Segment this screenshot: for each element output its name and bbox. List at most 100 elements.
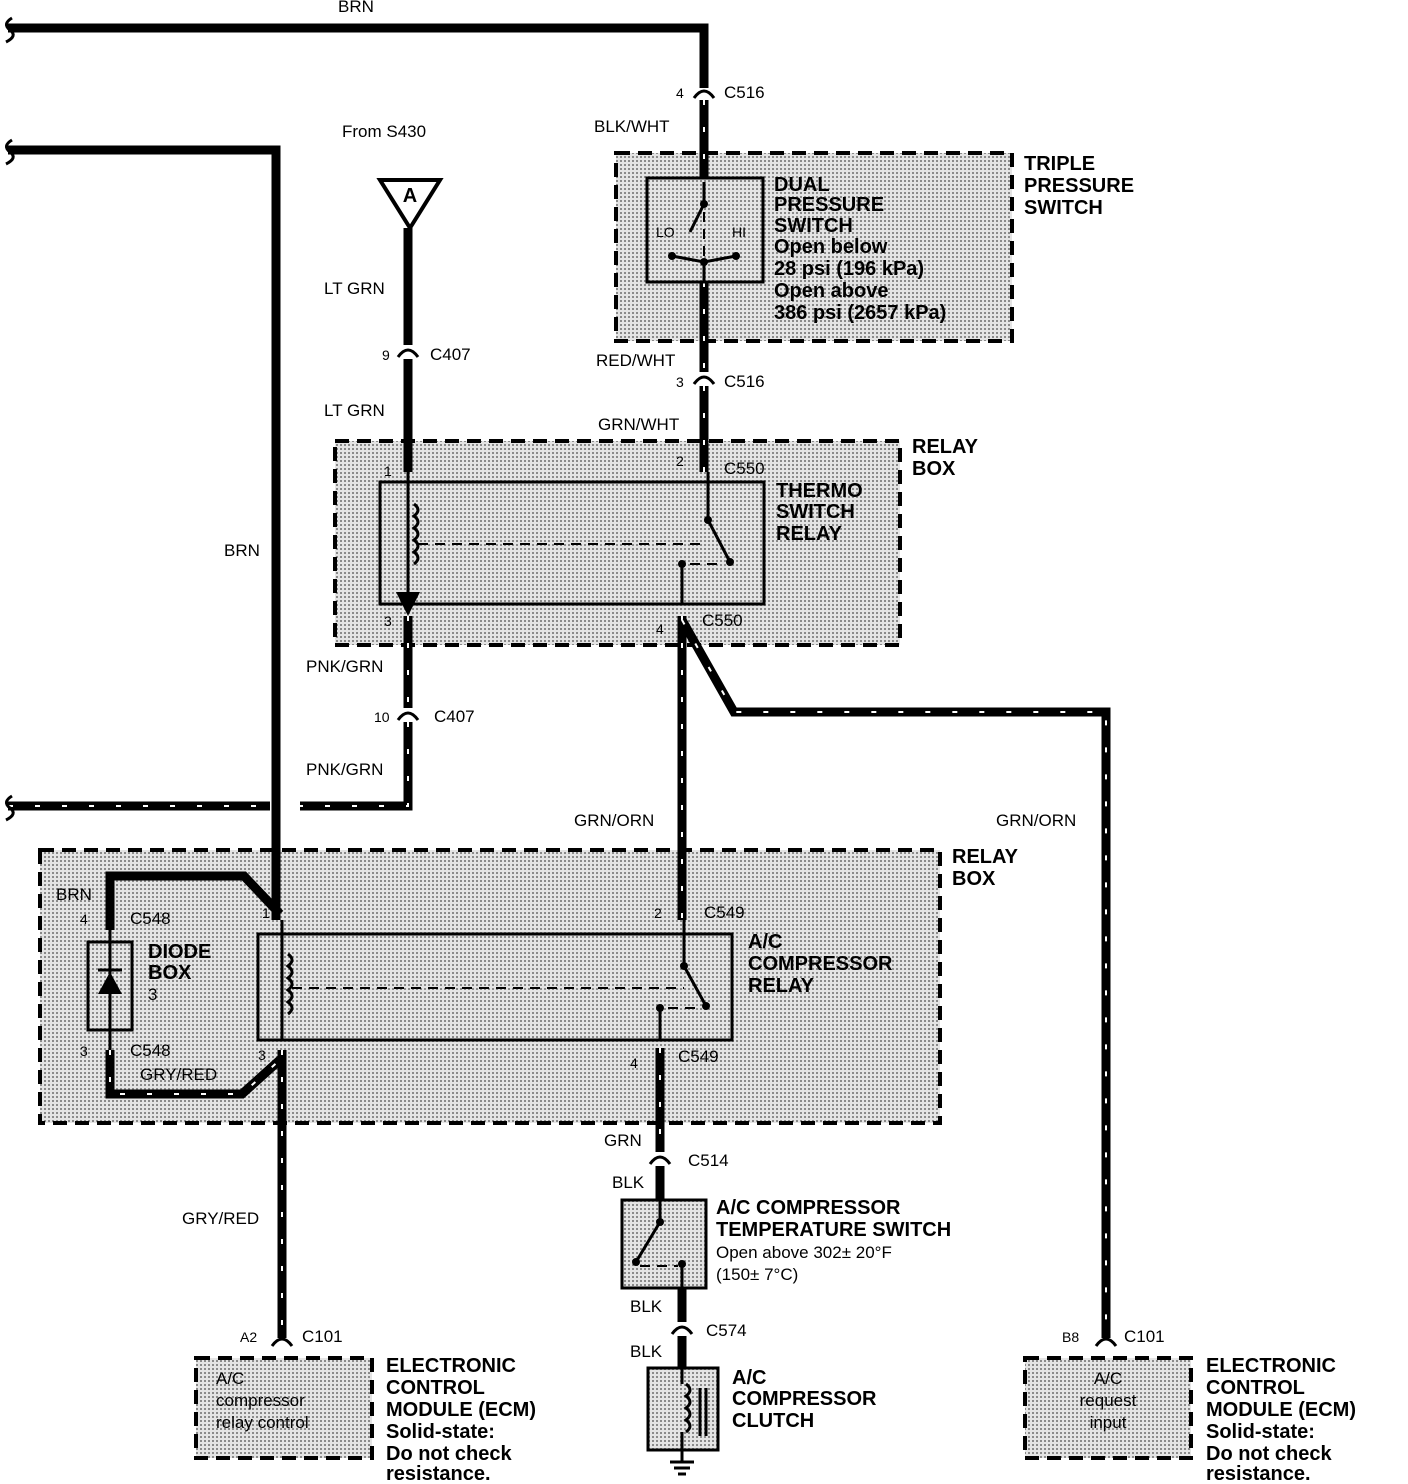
svg-text:SWITCH: SWITCH xyxy=(776,501,855,523)
svg-text:B8: B8 xyxy=(1062,1329,1079,1345)
ecm-right-box-text: A/C request input xyxy=(1080,1369,1137,1432)
svg-text:MODULE (ECM): MODULE (ECM) xyxy=(1206,1399,1356,1421)
wire-brn-mid xyxy=(8,145,281,920)
svg-text:PRESSURE: PRESSURE xyxy=(1024,175,1134,197)
svg-text:C549: C549 xyxy=(678,1047,719,1066)
clutch-text: A/C COMPRESSOR CLUTCH xyxy=(732,1367,877,1432)
svg-text:1: 1 xyxy=(262,905,270,921)
ecm-left-box-text: A/C compressor relay control xyxy=(216,1369,309,1432)
ac-compressor-relay xyxy=(256,920,734,1042)
svg-text:2: 2 xyxy=(654,905,662,921)
wire-color-labels: BRN BRN BRN BLK/WHT RED/WHT GRN/WHT LT G… xyxy=(56,0,1076,1361)
thermo-switch-relay xyxy=(378,472,766,616)
svg-text:BRN: BRN xyxy=(56,885,92,904)
svg-text:C550: C550 xyxy=(702,611,743,630)
svg-text:RED/WHT: RED/WHT xyxy=(596,351,675,370)
diode-box-text: DIODE BOX 3 xyxy=(148,941,211,1004)
svg-text:4: 4 xyxy=(630,1055,638,1071)
svg-text:RELAY: RELAY xyxy=(748,975,815,997)
svg-text:3: 3 xyxy=(80,1043,88,1059)
svg-text:compressor: compressor xyxy=(216,1391,305,1410)
svg-text:Solid-state:: Solid-state: xyxy=(1206,1421,1315,1443)
ecm-right-text: ELECTRONIC CONTROL MODULE (ECM) Solid-st… xyxy=(1206,1355,1356,1484)
svg-text:C407: C407 xyxy=(430,345,471,364)
svg-text:3: 3 xyxy=(676,374,684,390)
ecm-left-box xyxy=(194,1356,374,1460)
svg-text:MODULE (ECM): MODULE (ECM) xyxy=(386,1399,536,1421)
wire-brn-diode xyxy=(105,871,284,930)
svg-text:4: 4 xyxy=(676,85,684,101)
svg-text:RELAY: RELAY xyxy=(952,846,1019,868)
svg-text:4: 4 xyxy=(80,911,88,927)
wire-gry-red xyxy=(105,1050,287,1338)
svg-text:PRESSURE: PRESSURE xyxy=(774,194,884,216)
triple-pressure-title: TRIPLE PRESSURE SWITCH xyxy=(1024,153,1134,219)
svg-text:C574: C574 xyxy=(706,1321,747,1340)
svg-text:9: 9 xyxy=(382,347,390,363)
svg-text:3: 3 xyxy=(384,613,392,629)
svg-text:C407: C407 xyxy=(434,707,475,726)
svg-text:BOX: BOX xyxy=(148,962,192,984)
svg-text:3: 3 xyxy=(148,985,157,1004)
svg-text:GRN/ORN: GRN/ORN xyxy=(996,811,1076,830)
svg-text:BLK: BLK xyxy=(612,1173,645,1192)
dual-pressure-text: DUAL PRESSURE SWITCH Open below 28 psi (… xyxy=(774,174,946,324)
svg-text:GRN/WHT: GRN/WHT xyxy=(598,415,679,434)
diode-box xyxy=(86,930,134,1050)
svg-text:TEMPERATURE SWITCH: TEMPERATURE SWITCH xyxy=(716,1219,951,1241)
svg-text:Do not check: Do not check xyxy=(386,1443,512,1465)
svg-text:Do not check: Do not check xyxy=(1206,1443,1332,1465)
svg-text:COMPRESSOR: COMPRESSOR xyxy=(748,953,893,975)
relay-box-2-text: A/C COMPRESSOR RELAY RELAY BOX xyxy=(748,846,1019,997)
svg-text:ELECTRONIC: ELECTRONIC xyxy=(1206,1355,1336,1377)
dual-pressure-switch xyxy=(645,176,765,284)
svg-text:SWITCH: SWITCH xyxy=(1024,197,1103,219)
wire-break-marks xyxy=(5,16,15,822)
svg-text:Open above 302± 20°F: Open above 302± 20°F xyxy=(716,1243,892,1262)
svg-text:A/C: A/C xyxy=(216,1369,244,1388)
svg-text:GRY/RED: GRY/RED xyxy=(140,1065,217,1084)
svg-text:ELECTRONIC: ELECTRONIC xyxy=(386,1355,516,1377)
svg-text:BOX: BOX xyxy=(952,868,996,890)
svg-text:THERMO: THERMO xyxy=(776,480,863,502)
ac-temp-switch xyxy=(620,1198,708,1290)
svg-text:BLK: BLK xyxy=(630,1297,663,1316)
svg-text:BLK/WHT: BLK/WHT xyxy=(594,117,670,136)
svg-text:BRN: BRN xyxy=(338,0,374,16)
svg-text:A/C: A/C xyxy=(732,1367,766,1389)
svg-text:Solid-state:: Solid-state: xyxy=(386,1421,495,1443)
svg-text:A/C COMPRESSOR: A/C COMPRESSOR xyxy=(716,1197,901,1219)
svg-text:28 psi (196 kPa): 28 psi (196 kPa) xyxy=(774,258,924,280)
svg-text:A/C: A/C xyxy=(1094,1369,1122,1388)
svg-text:C516: C516 xyxy=(724,83,765,102)
svg-text:C550: C550 xyxy=(724,459,765,478)
svg-text:CONTROL: CONTROL xyxy=(1206,1377,1305,1399)
svg-text:CONTROL: CONTROL xyxy=(386,1377,485,1399)
svg-text:resistance.: resistance. xyxy=(386,1463,491,1484)
svg-text:A/C: A/C xyxy=(748,931,782,953)
svg-text:request: request xyxy=(1080,1391,1137,1410)
svg-text:1: 1 xyxy=(384,463,392,479)
ac-temp-switch-text: A/C COMPRESSOR TEMPERATURE SWITCH Open a… xyxy=(716,1197,951,1284)
svg-text:BRN: BRN xyxy=(224,541,260,560)
svg-text:CLUTCH: CLUTCH xyxy=(732,1410,814,1432)
svg-text:DUAL: DUAL xyxy=(774,174,830,196)
wire-grn-orn xyxy=(677,616,1111,1338)
svg-text:GRN: GRN xyxy=(604,1131,642,1150)
svg-text:C514: C514 xyxy=(688,1151,729,1170)
svg-text:386 psi (2657 kPa): 386 psi (2657 kPa) xyxy=(774,302,946,324)
ecm-right-box xyxy=(1023,1356,1193,1460)
relay-box-upper xyxy=(333,439,902,647)
dual-hi-label: HI xyxy=(732,224,746,240)
wire-blk xyxy=(655,1166,687,1368)
svg-text:(150± 7°C): (150± 7°C) xyxy=(716,1265,798,1284)
svg-text:DIODE: DIODE xyxy=(148,941,211,963)
svg-text:LT GRN: LT GRN xyxy=(324,279,385,298)
relay-box-lower xyxy=(38,848,942,1125)
svg-text:2: 2 xyxy=(676,453,684,469)
source-label: From S430 xyxy=(342,122,426,141)
svg-text:input: input xyxy=(1090,1413,1127,1432)
wire-pnk-grn xyxy=(8,616,413,811)
connector-caps xyxy=(270,89,1118,1347)
